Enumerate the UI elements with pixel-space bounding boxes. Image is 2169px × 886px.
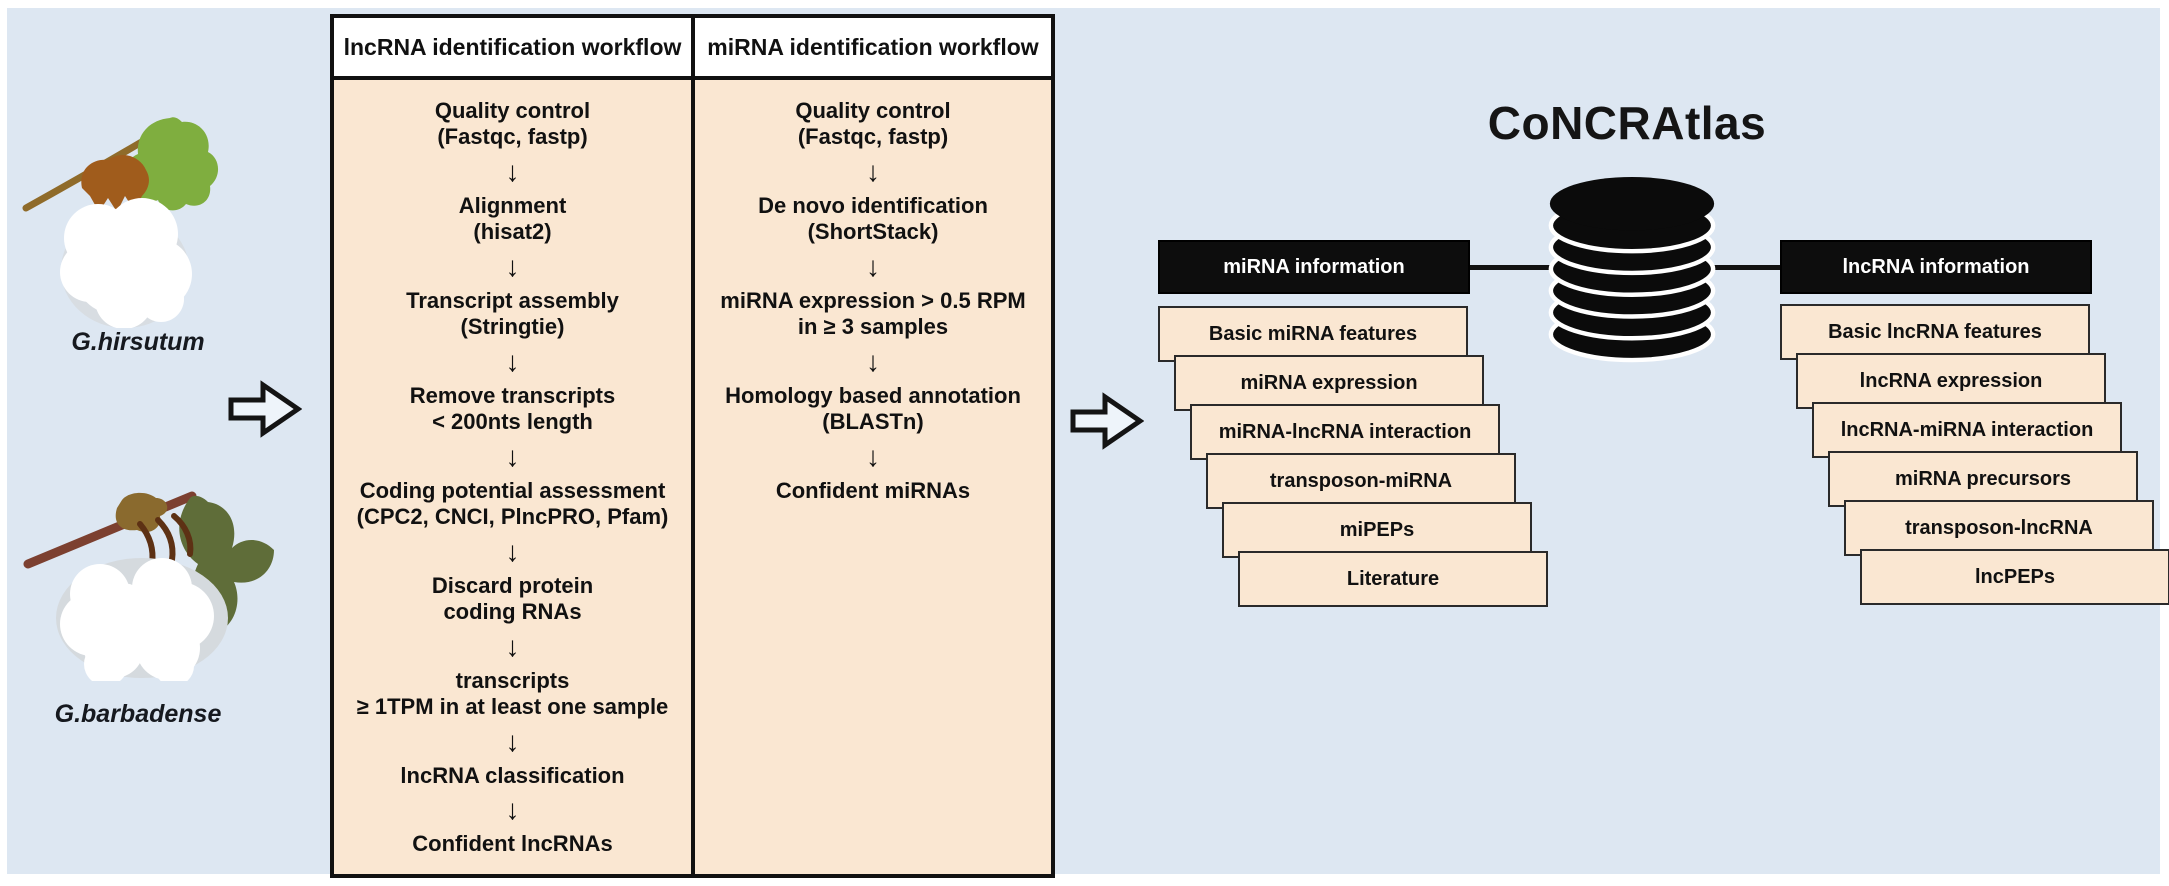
- species-label-gbarbadense: G.barbadense: [54, 700, 222, 728]
- down-arrow-icon: ↓: [505, 794, 520, 826]
- down-arrow-icon: ↓: [505, 250, 520, 282]
- calyx-shape: [81, 155, 149, 212]
- cotton-fluff: [60, 558, 214, 681]
- workflow-step: Remove transcripts < 200nts length: [409, 382, 616, 435]
- mirna-info-box: Basic miRNA features: [1158, 306, 1468, 362]
- workflow-step: Confident miRNAs: [775, 477, 971, 503]
- workflow-step: De novo identification (ShortStack): [758, 192, 988, 245]
- workflow-step: Alignment (hisat2): [458, 192, 567, 245]
- workflow-step: Discard protein coding RNAs: [431, 572, 594, 625]
- down-arrow-icon: ↓: [866, 440, 880, 472]
- lncrna-info-box: lncPEPs: [1860, 549, 2169, 605]
- down-arrow-icon: ↓: [866, 345, 880, 377]
- mirna-workflow-header: miRNA identification workflow: [695, 18, 1051, 80]
- workflow-step: miRNA expression > 0.5 RPM in ≥ 3 sample…: [720, 287, 1026, 340]
- lncrna-info-box: lncRNA-miRNA interaction: [1812, 402, 2122, 458]
- mirna-info-box: miPEPs: [1222, 502, 1532, 558]
- database-title: CoNCRAtlas: [1487, 97, 1767, 149]
- cotton-boll-ghirsutum-illustration: [22, 117, 219, 328]
- boll-cap-shape: [115, 492, 168, 533]
- mirna-workflow-steps: Quality control (Fastqc, fastp) ↓ De nov…: [695, 80, 1051, 874]
- mirna-info-box: Literature: [1238, 551, 1548, 607]
- lncrna-workflow-header: lncRNA identification workflow: [334, 18, 691, 80]
- workflow-step: Homology based annotation (BLASTn): [725, 382, 1021, 435]
- lncrna-info-box: transposon-lncRNA: [1844, 500, 2154, 556]
- down-arrow-icon: ↓: [866, 250, 880, 282]
- workflow-step: Quality control (Fastqc, fastp): [795, 98, 951, 150]
- lncrna-workflow-column: lncRNA identification workflow Quality c…: [330, 14, 695, 878]
- down-arrow-icon: ↓: [505, 345, 520, 377]
- cotton-boll-gbarbadense-illustration: [23, 491, 274, 681]
- mirna-information-header: miRNA information: [1158, 240, 1470, 294]
- workflow-step: Quality control (Fastqc, fastp): [434, 98, 591, 150]
- flow-right-arrow-icon: [228, 380, 302, 438]
- leaf-shape: [127, 117, 219, 211]
- mirna-info-box: transposon-miRNA: [1206, 453, 1516, 509]
- workflow-step: lncRNA classification: [400, 762, 625, 788]
- cotton-fluff: [60, 198, 192, 328]
- down-arrow-icon: ↓: [505, 725, 520, 757]
- down-arrow-icon: ↓: [505, 155, 520, 187]
- lncrna-info-box: Basic lncRNA features: [1780, 304, 2090, 360]
- species-label-ghirsutum: G.hirsutum: [71, 328, 205, 356]
- database-cylinder-icon: [1548, 176, 1716, 363]
- down-arrow-icon: ↓: [505, 630, 520, 662]
- flow-right-arrow-icon: [1070, 392, 1144, 450]
- workflow-step: Confident lncRNAs: [412, 831, 613, 857]
- mirna-info-box: miRNA expression: [1174, 355, 1484, 411]
- down-arrow-icon: ↓: [866, 155, 880, 187]
- lncrna-information-header: lncRNA information: [1780, 240, 2092, 294]
- down-arrow-icon: ↓: [505, 440, 520, 472]
- down-arrow-icon: ↓: [505, 535, 520, 567]
- mirna-workflow-column: miRNA identification workflow Quality co…: [691, 14, 1055, 878]
- workflow-step: Transcript assembly (Stringtie): [406, 287, 619, 340]
- mirna-info-box: miRNA-lncRNA interaction: [1190, 404, 1500, 460]
- workflow-step: transcripts ≥ 1TPM in at least one sampl…: [356, 667, 669, 720]
- workflow-step: Coding potential assessment (CPC2, CNCI,…: [356, 477, 669, 530]
- lncrna-workflow-steps: Quality control (Fastqc, fastp) ↓ Alignm…: [334, 80, 691, 874]
- lncrna-info-box: lncRNA expression: [1796, 353, 2106, 409]
- lncrna-info-box: miRNA precursors: [1828, 451, 2138, 507]
